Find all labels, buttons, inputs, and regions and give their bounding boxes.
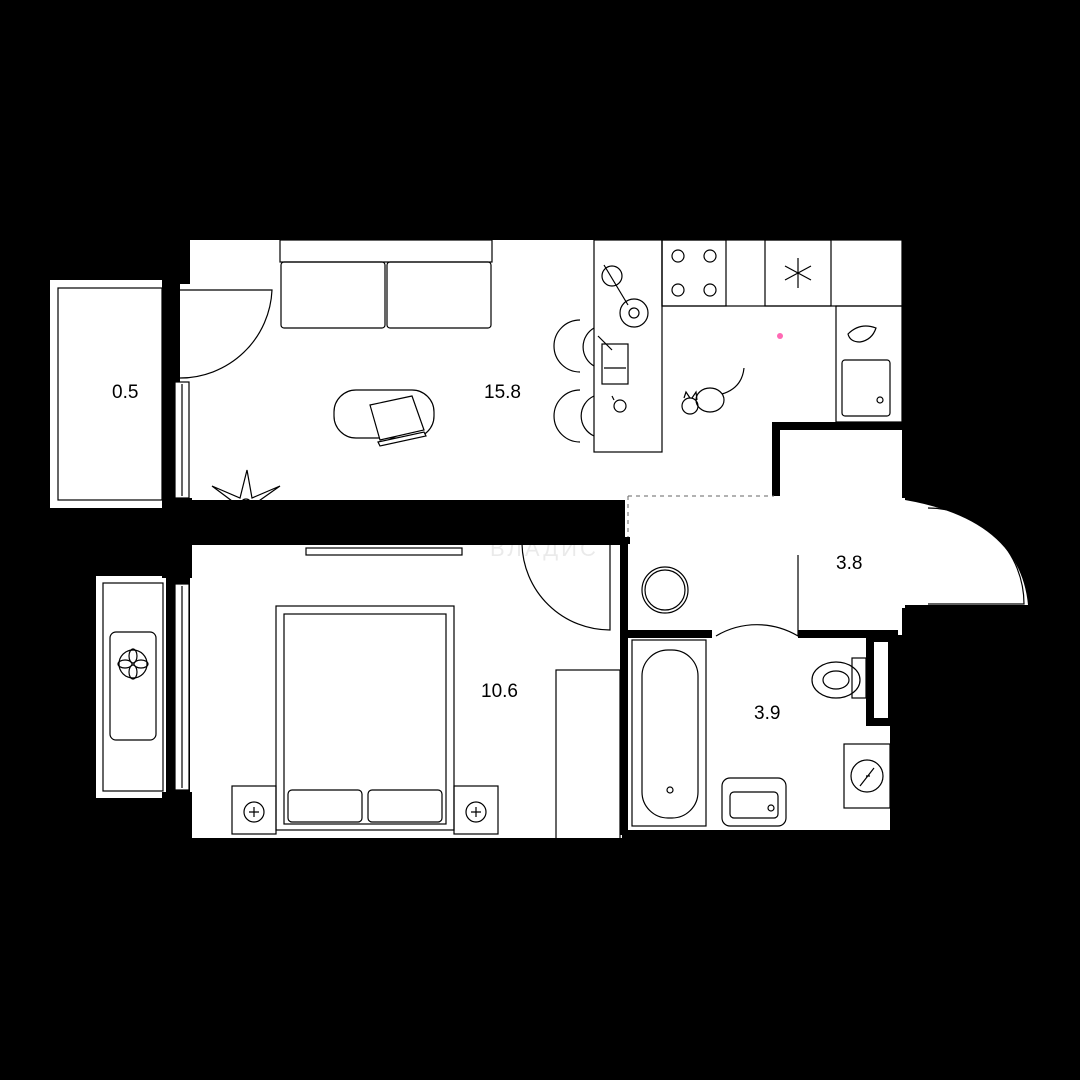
hallway-door-swing-area [905, 500, 1028, 605]
floor-area [180, 240, 1028, 840]
balcony-area-label: 0.5 [112, 382, 138, 403]
cutting-board-icon [597, 335, 629, 385]
zone-boundary [627, 495, 774, 537]
sofa [279, 239, 493, 329]
dishwasher-icon [847, 325, 877, 343]
bathroom-sink [721, 777, 787, 827]
bedroom-window-bay [96, 576, 166, 798]
bar-counter [553, 239, 663, 453]
entrance-door [927, 507, 1025, 605]
shaft-niche [874, 642, 888, 718]
refrigerator-icon [764, 239, 832, 307]
hallway-area-label: 3.8 [836, 553, 862, 574]
laptop-icon [369, 395, 427, 447]
watermark: ВЛАДИС [490, 536, 599, 561]
guitar-icon [601, 264, 649, 328]
wardrobe [555, 669, 621, 841]
cat-icon [681, 367, 745, 415]
toilet [811, 657, 867, 699]
nightstand-left [231, 785, 277, 835]
balcony-door [179, 289, 273, 379]
kitchen-counter [661, 239, 903, 423]
stool-1 [553, 319, 595, 373]
stove-icon [661, 239, 727, 307]
bathroom-area-label: 3.9 [754, 703, 780, 724]
bathroom-door [715, 555, 799, 638]
windows [174, 381, 190, 791]
round-stool [641, 566, 689, 614]
bed [275, 605, 455, 831]
tv-stand [300, 501, 468, 556]
balcony [50, 280, 163, 508]
mug-icon [611, 395, 627, 413]
living-kitchen-area-label: 15.8 [484, 382, 521, 403]
location-dot [777, 333, 783, 339]
walls [162, 216, 928, 864]
closet-niche [780, 430, 902, 496]
bathtub [631, 639, 707, 827]
fan-icon [117, 648, 149, 680]
bedroom-area-label: 10.6 [481, 681, 518, 702]
washing-machine-icon [843, 743, 891, 809]
kitchen-sink-icon [841, 359, 891, 417]
stool-2 [553, 389, 595, 443]
rug-with-laptop [333, 389, 435, 447]
nightstand-right [453, 785, 499, 835]
plant-icon [211, 469, 281, 539]
bedroom-door [521, 543, 611, 631]
